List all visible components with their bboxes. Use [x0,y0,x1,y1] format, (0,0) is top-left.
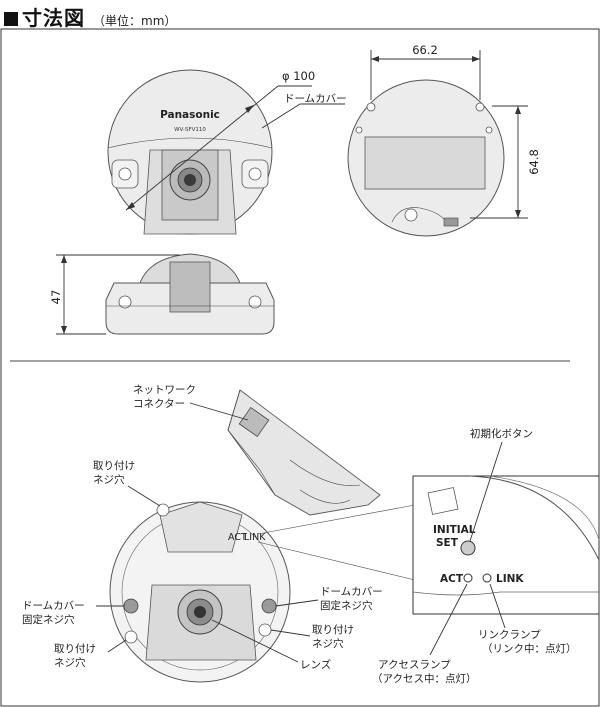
mount-hole-right-label-1: 取り付け [312,623,354,636]
model-number: WV-SFV110 [174,127,206,133]
dome-screw-right [261,598,277,614]
network-connector-label-2: コネクター [133,398,185,410]
mount-hole-left [124,630,138,644]
header-square-icon [4,12,18,26]
dome-screw-left-label-1: ドームカバー [22,600,85,612]
front-view: Panasonic WV-SFV110 φ 100 ドームカバー [107,69,347,235]
link-lamp [482,573,492,583]
link-lamp-label-2: （リンク中：点灯） [482,642,577,655]
interior-view: ACT LINK 取り付け ネジ穴 ドームカバー 固定ネジ穴 ドームカバー 固定… [22,459,383,683]
act-lamp [463,573,473,583]
diagram-frame [0,28,600,707]
act-small-label: ACT [228,532,247,543]
back-plate [364,136,486,190]
dome-screw-left [123,598,139,614]
mount-hole-top [156,503,170,517]
mount-hole-right-label-2: ネジ穴 [312,637,344,650]
unit-note: （単位：mm） [93,14,177,28]
front-left-hole [118,167,132,181]
zoom-frame [412,475,600,615]
initial-set-button [460,540,476,556]
dome-screw-right-label-2: 固定ネジ穴 [320,599,373,612]
side-view: 47 [49,253,275,335]
access-lamp-label-1: アクセスランプ [378,659,451,671]
network-connector [238,406,270,438]
zoom-callout: INITIAL SET ACT LINK 初期化ボタン リンクランプ （リンク中… [257,427,600,685]
mount-hole-top-label-2: ネジ穴 [93,473,125,486]
mount-hole-right [258,623,272,637]
side-height-dimension: 64.8 [527,149,541,175]
diameter-label: φ 100 [282,69,315,83]
section-header: 寸法図 （単位：mm） [4,2,177,30]
link-lamp-label-1: リンクランプ [478,629,541,641]
access-lamp-label-2: （アクセス中：点灯） [372,672,476,685]
act-label: ACT [440,573,464,585]
dome-screw-left-label-2: 固定ネジ穴 [22,613,75,626]
dome-cover-label: ドームカバー [284,93,347,105]
initial-set-label-1: INITIAL [433,524,476,536]
front-lens [184,174,196,186]
network-connector-label-1: ネットワーク [133,384,196,396]
initial-button-label: 初期化ボタン [470,427,533,440]
mount-hole-top-label-1: 取り付け [93,459,135,472]
tilted-body-view: ネットワーク コネクター [133,384,381,516]
height-dimension: 47 [49,290,63,305]
dome-screw-right-label-1: ドームカバー [320,586,383,598]
back-view: 66.2 64.8 [347,43,541,237]
mount-hole-left-label-1: 取り付け [54,642,96,655]
initial-set-label-2: SET [436,537,459,549]
mount-hole-left-label-2: ネジ穴 [54,656,86,669]
front-right-hole [248,167,262,181]
link-label: LINK [496,573,524,585]
page-title: 寸法図 [22,6,85,30]
lens-label: レンズ [300,658,331,671]
interior-lens [194,606,206,618]
width-dimension: 66.2 [412,43,438,57]
brand-logo: Panasonic [160,109,220,121]
link-small-label: LINK [244,532,266,543]
